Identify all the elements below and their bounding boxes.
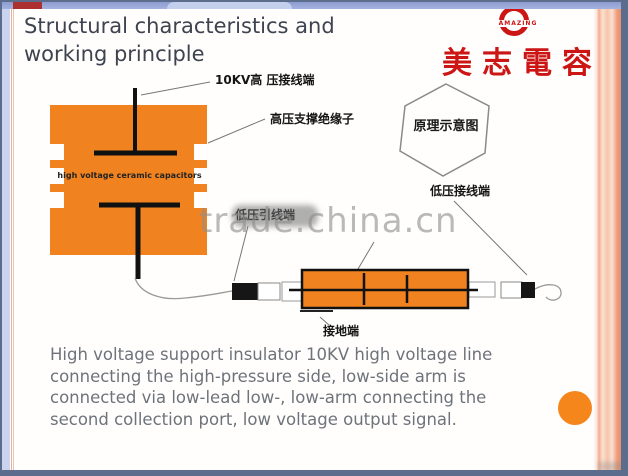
left-accent-line [11,2,12,470]
pointer-hv-insulator [207,118,266,144]
body-line: second collection port, low voltage outp… [50,409,457,429]
orange-accent-circle [558,391,592,425]
page-title-line1: Structural characteristics and [24,14,335,38]
body-line: High voltage support insulator 10KV high… [50,345,493,364]
capacitor-body-label: high voltage ceramic capacitors [57,171,202,180]
top-bar-tab [167,2,292,9]
top-bar-red-segment [13,2,42,9]
slide: Structural characteristics and working p… [2,2,621,470]
page-title: Structural characteristics and working p… [24,12,335,68]
body-paragraph: High voltage support insulator 10KV high… [50,344,492,430]
watermark-smudge [232,205,318,227]
left-border-strip [2,2,10,470]
right-stripe-border [593,2,621,470]
right-curl-wire [534,284,562,301]
body-line: connected via low-lead low-, low-arm con… [50,388,487,407]
right-terminal-black [521,282,535,298]
left-terminal-black [232,283,258,300]
pointer-hv-terminal [140,81,211,96]
page-title-line2: working principle [24,42,205,66]
capacitor-body-shape [50,105,207,255]
label-hv-insulator: 高压支撑绝缘子 [270,112,355,126]
tube-neck-left [281,281,305,302]
hexagon-shape [399,83,490,177]
label-lv-terminal: 低压接线端 [430,184,491,198]
top-bar [2,2,621,9]
brand-chinese-name: 美志電容 [442,46,602,81]
pointer-lv-lead-2 [357,241,375,270]
body-line: connecting the high-pressure side, low-s… [50,366,466,386]
amazing-logo-icon: AMAZING [490,6,546,36]
amazing-logo-label: AMAZING [490,20,546,27]
pointer-ground [319,316,330,326]
pointer-lv-lead [233,225,249,282]
corner-watermark-smudge [598,462,621,470]
label-hv-terminal: 10KV高 压接线端 [215,73,315,87]
left-terminal-white [257,282,281,301]
left-accent-line-2 [13,2,14,470]
left-wire [134,277,233,300]
hexagon-label: 原理示意图 [413,119,479,134]
capacitor-diagram [50,81,562,326]
label-ground: 接地端 [323,324,360,338]
pointer-lv-terminal [453,200,528,276]
watermark-text: trade.china.cn [199,201,458,241]
right-terminal-white [500,281,523,299]
